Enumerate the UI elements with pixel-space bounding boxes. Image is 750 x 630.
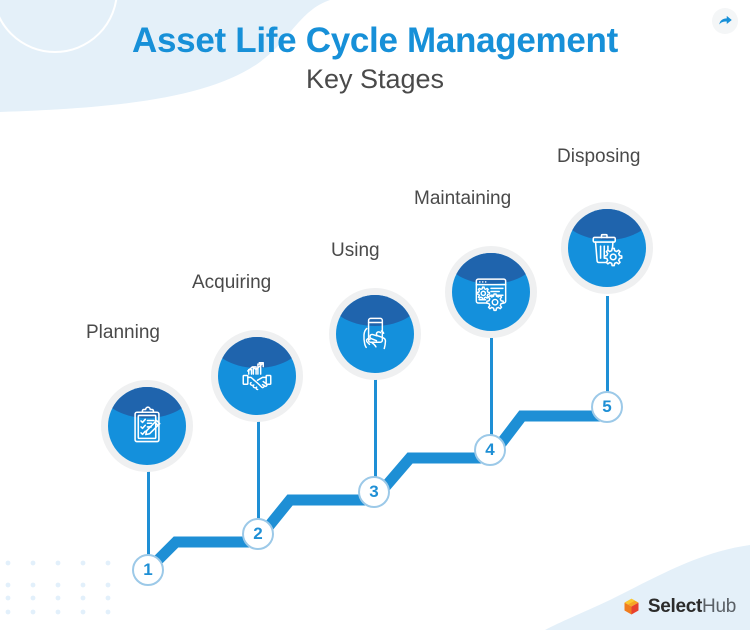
selecthub-logo[interactable]: SelectHub <box>621 596 736 618</box>
logo-text-light: Hub <box>702 596 736 617</box>
header: Asset Life Cycle Management Key Stages <box>0 22 750 97</box>
share-button[interactable] <box>712 8 738 34</box>
stage-bubble-inner-2 <box>218 337 296 415</box>
browser-window-gears-icon <box>475 278 507 312</box>
stage-label-acquiring: Acquiring <box>192 272 272 293</box>
logo-text-bold: Select <box>647 596 703 617</box>
stem-5 <box>606 296 609 416</box>
stage-bubble-planning[interactable] <box>101 380 193 472</box>
stage-label-planning: Planning <box>86 322 160 343</box>
handshake-growth-chart-icon <box>242 361 272 391</box>
stage-bubble-inner-3 <box>336 295 414 373</box>
stage-bubble-disposing[interactable] <box>561 202 653 294</box>
step-number-1[interactable]: 1 <box>132 554 164 586</box>
stage-bubble-inner-5 <box>568 209 646 287</box>
selecthub-cube-icon <box>624 598 639 614</box>
trash-bin-gear-icon <box>592 233 623 267</box>
stage-label-maintaining: Maintaining <box>414 188 512 209</box>
share-arrow-icon <box>718 15 732 25</box>
stage-label-using: Using <box>331 240 380 261</box>
clipboard-checklist-pencil-icon <box>134 406 161 443</box>
dot-grid-pattern <box>5 560 111 615</box>
step-number-4[interactable]: 4 <box>474 434 506 466</box>
stage-bubble-inner-1 <box>108 387 186 465</box>
step-number-3[interactable]: 3 <box>358 476 390 508</box>
hand-holding-phone-tap-icon <box>363 317 387 350</box>
stage-bubble-maintaining[interactable] <box>445 246 537 338</box>
step-number-5[interactable]: 5 <box>591 391 623 423</box>
stage-bubble-using[interactable] <box>329 288 421 380</box>
page-title: Asset Life Cycle Management <box>132 21 618 60</box>
stage-label-disposing: Disposing <box>557 146 641 167</box>
stage-bubble-inner-4 <box>452 253 530 331</box>
selecthub-logo-text: SelectHub <box>648 596 736 618</box>
stem-4 <box>490 338 493 458</box>
stage-bubble-acquiring[interactable] <box>211 330 303 422</box>
step-number-2[interactable]: 2 <box>242 518 274 550</box>
page-subtitle: Key Stages <box>305 64 445 95</box>
